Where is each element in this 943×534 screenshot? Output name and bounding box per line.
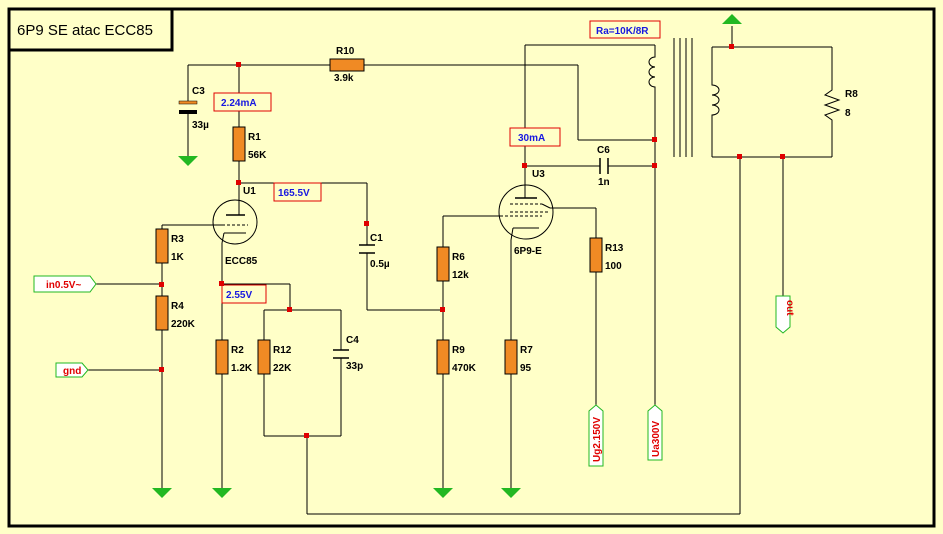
port-input-label: in0.5V~ xyxy=(46,280,81,291)
resistor-r10[interactable]: R10 3.9k xyxy=(329,46,365,84)
r2-value: 1.2K xyxy=(231,363,253,374)
r3-name: R3 xyxy=(171,234,184,245)
r7-name: R7 xyxy=(520,345,533,356)
r1-name: R1 xyxy=(248,132,261,143)
resistor-r12[interactable]: R12 22K xyxy=(257,339,292,375)
port-gnd[interactable]: gnd xyxy=(55,362,89,378)
junction-nodes xyxy=(159,44,785,438)
u1-type: ECC85 xyxy=(225,256,258,267)
port-ua[interactable]: Ua300V xyxy=(647,404,663,461)
c4-value: 33p xyxy=(346,361,363,372)
capacitor-c6[interactable]: C6 1n xyxy=(597,145,610,188)
ground-icon xyxy=(212,488,232,498)
resistor-r2[interactable]: R2 1.2K xyxy=(215,339,253,375)
r3-value: 1K xyxy=(171,252,185,263)
ground-icon xyxy=(501,488,521,498)
schematic-title: 6P9 SE atac ECC85 xyxy=(17,22,153,39)
r7-value: 95 xyxy=(520,363,532,374)
port-out[interactable]: out xyxy=(775,295,795,334)
c6-value: 1n xyxy=(598,177,610,188)
c1-name: C1 xyxy=(370,233,383,244)
transformer-ratio-box: Ra=10K/8R xyxy=(589,20,661,39)
u3-type: 6P9-E xyxy=(514,246,542,257)
r9-name: R9 xyxy=(452,345,465,356)
supply-icon xyxy=(722,14,742,24)
u3-name: U3 xyxy=(532,169,545,180)
measurement-v-plate1: 165.5V xyxy=(273,182,322,202)
r6-value: 12k xyxy=(452,270,469,281)
capacitor-c4[interactable]: C4 33p xyxy=(333,335,363,372)
port-ug2-label: Ug2.150V xyxy=(592,417,603,462)
port-out-label: out xyxy=(784,300,795,316)
c6-name: C6 xyxy=(597,145,610,156)
r9-value: 470K xyxy=(452,363,477,374)
measurement-i-u3: 30mA xyxy=(509,127,561,147)
u1-name: U1 xyxy=(243,186,256,197)
port-ug2[interactable]: Ug2.150V xyxy=(588,404,604,467)
resistor-r3[interactable]: R3 1K xyxy=(155,228,185,264)
r8-value: 8 xyxy=(845,108,851,119)
resistor-r8[interactable]: R8 8 xyxy=(823,85,858,125)
ground-symbols xyxy=(152,14,742,498)
port-ua-label: Ua300V xyxy=(651,421,662,457)
resistor-r7[interactable]: R7 95 xyxy=(504,339,533,375)
v-plate1-value: 165.5V xyxy=(278,188,310,199)
tube-u3[interactable]: U3 6P9-E xyxy=(498,169,554,257)
capacitor-c1[interactable]: C1 0.5µ xyxy=(359,233,390,270)
port-input[interactable]: in0.5V~ xyxy=(33,275,97,293)
measurement-v-cathode1: 2.55V xyxy=(221,284,267,304)
resistor-r4[interactable]: R4 220K xyxy=(155,295,196,331)
r13-value: 100 xyxy=(605,261,622,272)
r6-name: R6 xyxy=(452,252,465,263)
r4-name: R4 xyxy=(171,301,184,312)
transformer-ratio: Ra=10K/8R xyxy=(596,26,649,37)
r12-name: R12 xyxy=(273,345,292,356)
i-u3-value: 30mA xyxy=(518,133,545,144)
output-transformer[interactable] xyxy=(648,38,720,157)
measurement-i-r1: 2.24mA xyxy=(213,92,272,112)
resistor-r1[interactable]: R1 56K xyxy=(232,126,267,162)
resistor-r13[interactable]: R13 100 xyxy=(589,237,624,273)
c3-name: C3 xyxy=(192,86,205,97)
resistor-r9[interactable]: R9 470K xyxy=(436,339,477,375)
ground-icon xyxy=(152,488,172,498)
r12-value: 22K xyxy=(273,363,292,374)
c4-name: C4 xyxy=(346,335,359,346)
resistor-r6[interactable]: R6 12k xyxy=(436,246,469,282)
r10-name: R10 xyxy=(336,46,355,57)
c1-value: 0.5µ xyxy=(370,259,390,270)
r13-name: R13 xyxy=(605,243,624,254)
r10-value: 3.9k xyxy=(334,73,354,84)
r1-value: 56K xyxy=(248,150,267,161)
ground-icon xyxy=(178,156,198,166)
r2-name: R2 xyxy=(231,345,244,356)
ground-icon xyxy=(433,488,453,498)
tube-u1[interactable]: U1 ECC85 xyxy=(212,186,258,267)
title-box xyxy=(7,7,174,52)
i-r1-value: 2.24mA xyxy=(221,98,257,109)
c3-value: 33µ xyxy=(192,120,209,131)
r4-value: 220K xyxy=(171,319,196,330)
r8-name: R8 xyxy=(845,89,858,100)
sheet-frame xyxy=(7,7,936,528)
port-gnd-label: gnd xyxy=(63,366,81,377)
capacitor-c3[interactable]: C3 33µ xyxy=(178,86,209,131)
v-cathode1-value: 2.55V xyxy=(226,290,252,301)
